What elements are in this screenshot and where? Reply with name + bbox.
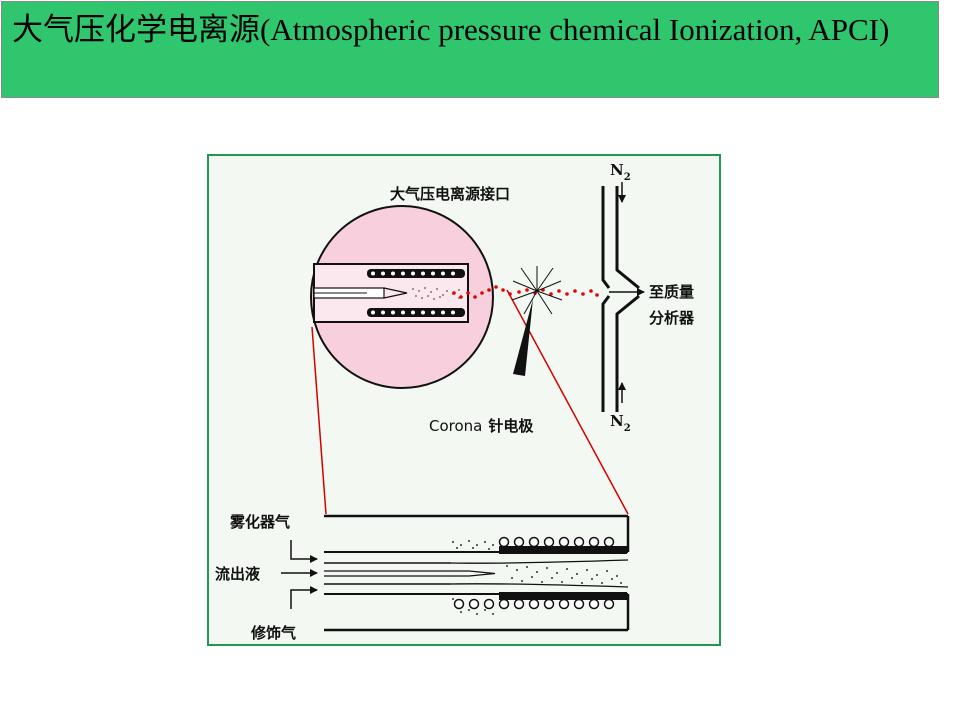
- interface-label: 大气压电离源接口: [390, 185, 510, 203]
- spray-dots-large: [452, 540, 622, 615]
- interface-plates: [601, 186, 640, 412]
- ion-path-dots: [452, 285, 599, 299]
- makeup-gas-label: 修饰气: [250, 624, 296, 642]
- to-mass-analyzer-label-1: 至质量: [649, 283, 694, 301]
- probe-large: [281, 514, 630, 632]
- heater-coil-large: [499, 546, 627, 600]
- n2-bottom-label: N2: [610, 412, 631, 434]
- n2-top-label: N2: [610, 161, 631, 183]
- spray-dots-small: [412, 287, 460, 300]
- heater-coil-small: [367, 269, 465, 317]
- slide-title: 大气压化学电离源(Atmospheric pressure chemical I…: [12, 12, 890, 47]
- corona-discharge: [511, 266, 563, 315]
- effluent-label: 流出液: [215, 565, 261, 583]
- makeup-gas-arrow: [290, 586, 318, 609]
- title-bar: 大气压化学电离源(Atmospheric pressure chemical I…: [1, 1, 939, 98]
- nebulizer-gas-arrow: [290, 540, 318, 563]
- to-mass-analyzer-label-2: 分析器: [649, 309, 695, 327]
- nebulizer-gas-label: 雾化器气: [229, 513, 290, 531]
- zoom-line-left: [311, 326, 327, 515]
- probe-small: [313, 263, 469, 323]
- needle-electrode: [513, 299, 533, 376]
